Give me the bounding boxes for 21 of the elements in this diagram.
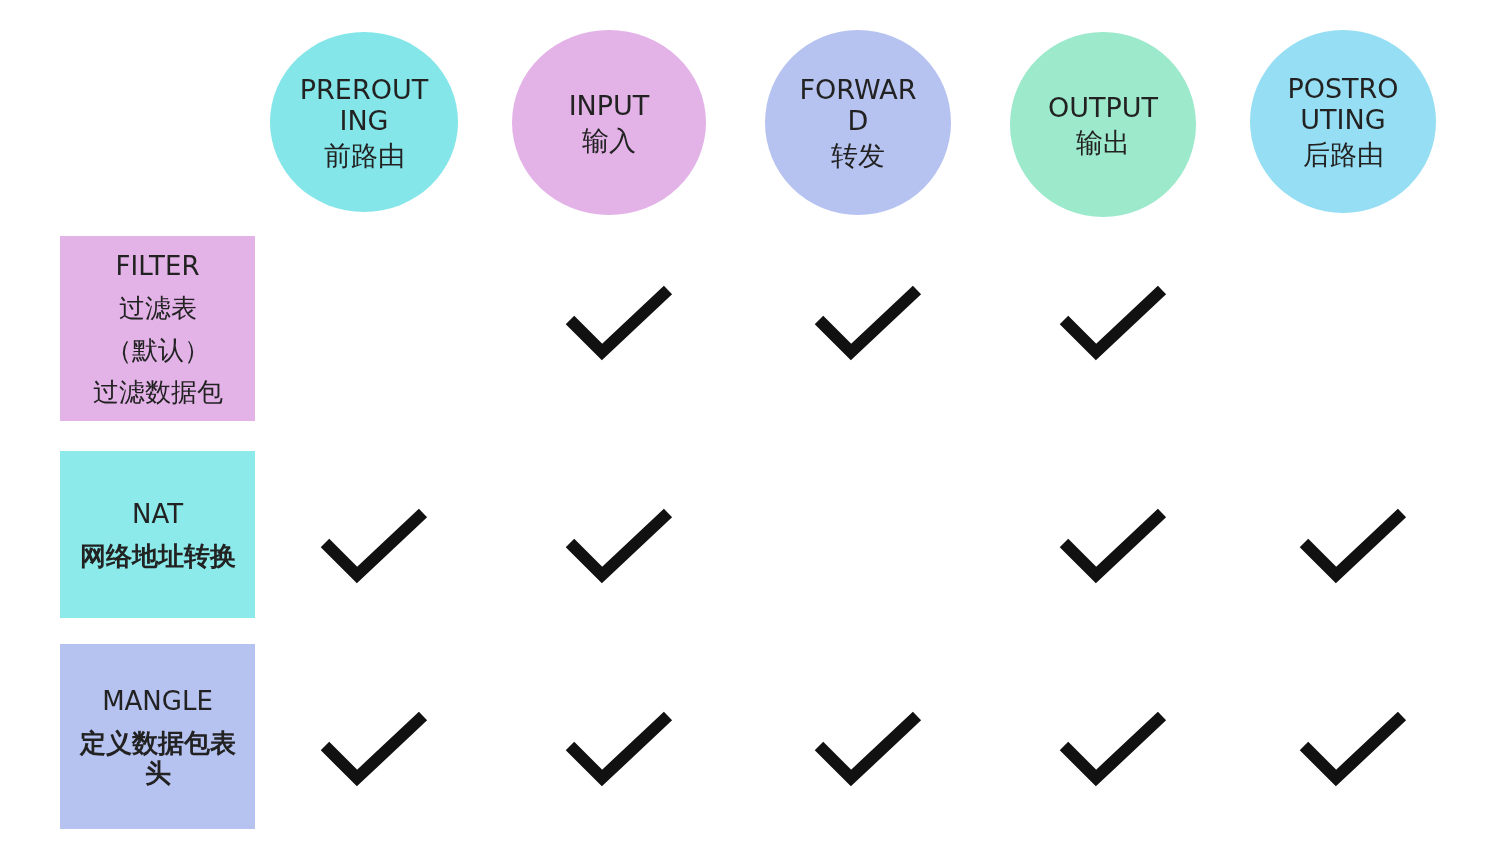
chain-label: 前路由: [323, 139, 405, 171]
table-label: 定义数据包表头: [78, 727, 237, 788]
chain-name: PREROUTING: [299, 73, 429, 136]
chain-label: 输入: [582, 124, 636, 156]
chain-label: 转发: [831, 140, 885, 171]
table-name: MANGLE: [102, 685, 213, 716]
table-box: [60, 644, 255, 829]
chain-label: 输出: [1076, 126, 1130, 158]
table-name: FILTER: [115, 250, 200, 281]
table-box: [60, 451, 255, 618]
table-label: （默认）: [105, 334, 210, 365]
table-label: 过滤表: [118, 292, 197, 323]
chain-name: FORWARD: [798, 74, 918, 136]
chain-name: INPUT: [568, 89, 650, 121]
chain-name: OUTPUT: [1047, 91, 1158, 123]
table-label: 网络地址转换: [79, 540, 236, 571]
chain-label: 后路由: [1302, 139, 1384, 170]
table-box: [60, 236, 255, 421]
table-name: NAT: [131, 498, 184, 529]
table-label: 过滤数据包: [92, 376, 223, 407]
chain-name: POSTROUTING: [1286, 73, 1400, 135]
